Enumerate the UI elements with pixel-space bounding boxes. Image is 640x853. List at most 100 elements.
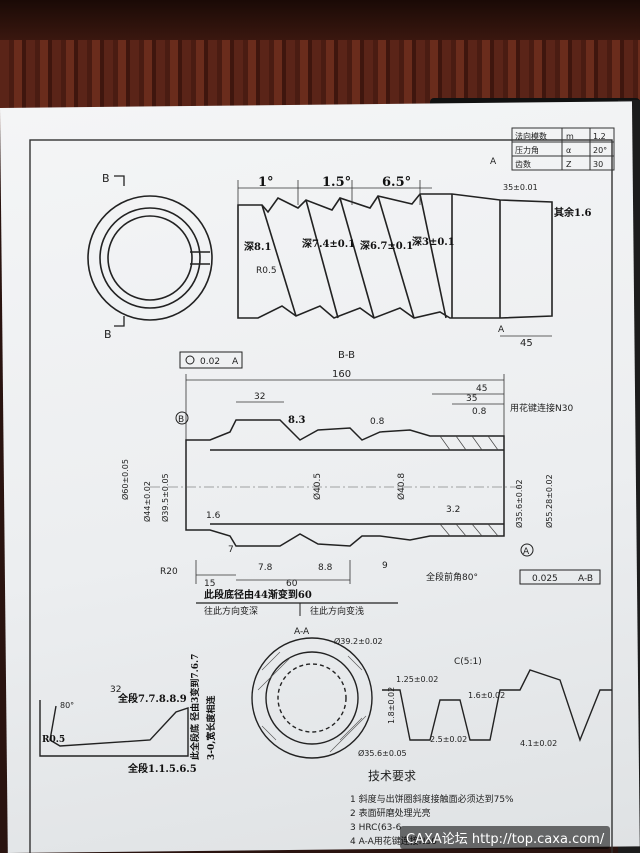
section-bb-title: B-B <box>338 350 355 361</box>
title-row-1-value: 1.2 <box>593 132 606 141</box>
bb-hatch <box>439 435 499 537</box>
surface-remainder: 其余1.6 <box>554 206 591 219</box>
end-view-ring <box>87 195 213 321</box>
depth-2: 深7.4±0.1 <box>302 237 355 250</box>
dim-8-3: 8.3 <box>288 415 305 426</box>
pitch-2: 1.5° <box>322 175 351 190</box>
section-b-marker-bottom <box>114 316 125 327</box>
profile-hand-2: 全段1.1.5.6.5 <box>127 762 197 775</box>
detail-c-d5: 4.1±0.02 <box>520 739 557 748</box>
dim-7: 7 <box>228 545 234 555</box>
detail-c-profile <box>382 669 612 743</box>
spline-hatch <box>257 651 367 753</box>
dim-32: 32 <box>254 392 265 402</box>
tech-item-1: 1 斜度与出饼圈斜度接触面必须达到75% <box>350 793 514 805</box>
detail-c-d1: 1.25±0.02 <box>396 675 438 684</box>
angle-label: 35±0.01 <box>503 183 538 192</box>
pitch-dims <box>237 180 432 205</box>
wood-shadow <box>0 0 640 40</box>
runout-value: 0.025 <box>532 574 558 584</box>
title-row-2-symbol: α <box>566 146 571 155</box>
detail-c-d4: 2.5±0.02 <box>430 735 467 744</box>
dia-60: Ø60±0.05 <box>120 459 130 500</box>
profile-hand-1: 全段7.7.8.8.9 <box>117 692 187 705</box>
tolerance-frame <box>179 351 243 369</box>
tech-item-3: 3 HRC(63-6 <box>350 823 402 833</box>
profile-angle-80: 80° <box>60 701 74 710</box>
detail-c-d3: 1.6±0.02 <box>468 691 505 700</box>
bb-bottom-dims <box>195 560 351 584</box>
depth-3: 深6.7±0.1 <box>360 239 413 252</box>
dia-40-5: Ø40.5 <box>312 473 323 500</box>
bb-dims <box>185 374 505 440</box>
pitch-1: 1° <box>258 175 274 190</box>
profile-detail <box>39 700 189 757</box>
tolerance-ref: A <box>232 357 239 367</box>
title-row-3-symbol: Z <box>566 160 572 169</box>
drawing-frame <box>29 139 613 853</box>
dir-deeper: 往此方向变深 <box>204 605 258 617</box>
datum-b: B <box>178 415 184 425</box>
dim-35: 35 <box>466 394 477 404</box>
hand-note-bottom: 此段底径由44渐变到60 <box>204 588 312 601</box>
dia-35-6-aa: Ø35.6±0.05 <box>358 748 407 758</box>
dim-160: 160 <box>332 369 351 380</box>
screw-side-view <box>237 193 553 319</box>
tolerance-value: 0.02 <box>200 357 220 367</box>
depth-4: 深3±0.1 <box>412 235 455 248</box>
roughness-32: 3.2 <box>446 505 460 515</box>
title-row-1-label: 法向模数 <box>515 131 547 141</box>
title-row-2-label: 压力角 <box>515 145 539 155</box>
roughness-08a: 0.8 <box>370 417 385 427</box>
dim-15: 15 <box>204 579 215 589</box>
depth-1: 深8.1 <box>244 240 271 253</box>
spline-note: 用花键连接N30 <box>510 402 573 414</box>
tech-item-2: 2 表面研磨处理光亮 <box>350 807 431 819</box>
section-b-top: B <box>102 172 110 185</box>
section-aa-title: A-A <box>294 627 310 637</box>
dia-39-2: Ø39.2±0.02 <box>334 636 383 646</box>
section-b-bottom: B <box>104 328 112 341</box>
title-row-1-symbol: m <box>566 132 574 141</box>
datum-a-circle <box>520 543 534 557</box>
dia-40-8: Ø40.8 <box>396 473 407 500</box>
bb-body <box>185 419 505 547</box>
profile-r05: R0.5 <box>42 735 65 745</box>
datum-b-circle <box>175 411 189 425</box>
runout-ref: A-B <box>578 574 593 584</box>
dia-39-5: Ø39.5±0.05 <box>160 473 170 522</box>
section-a-top: A <box>490 157 497 167</box>
pitch-3: 6.5° <box>382 175 411 190</box>
detail-c-d2: 1.8±0.02 <box>387 687 396 724</box>
dim-45: 45 <box>476 384 487 394</box>
roughness-08b: 0.8 <box>472 407 487 417</box>
forum-watermark: CAXA论坛 http://top.caxa.com/ <box>400 826 611 849</box>
spline-section <box>251 637 373 759</box>
chamfer-note: 全段前角80° <box>426 571 478 583</box>
dia-44: Ø44±0.02 <box>142 481 152 522</box>
dim-8-8: 8.8 <box>318 563 333 573</box>
section-b-marker-top <box>114 175 125 186</box>
profile-dim-32: 32 <box>110 685 121 695</box>
profile-hand-4: 3-0,宽长度相连 <box>205 695 217 760</box>
dia-35-6: Ø35.6±0.02 <box>514 479 524 528</box>
title-block <box>511 127 615 171</box>
roughness-16: 1.6 <box>206 511 221 521</box>
radius-r05: R0.5 <box>256 266 277 276</box>
dim-7-8: 7.8 <box>258 563 273 573</box>
section-a-bottom: A <box>498 325 505 335</box>
title-row-3-value: 30 <box>593 160 603 169</box>
datum-a: A <box>523 547 530 557</box>
tech-heading: 技术要求 <box>368 769 416 783</box>
runout-frame <box>519 569 601 585</box>
title-row-3-label: 齿数 <box>515 159 531 169</box>
dia-55-28: Ø55.28±0.02 <box>544 474 554 528</box>
dim-9: 9 <box>382 561 388 571</box>
concentricity-symbol <box>185 355 195 365</box>
r20: R20 <box>160 567 178 577</box>
profile-hand-3: 此全段底 径由3变到7.6.7 <box>189 654 201 760</box>
dim-60: 60 <box>286 579 298 589</box>
length-45: 45 <box>520 338 533 349</box>
title-row-2-value: 20° <box>593 146 607 155</box>
